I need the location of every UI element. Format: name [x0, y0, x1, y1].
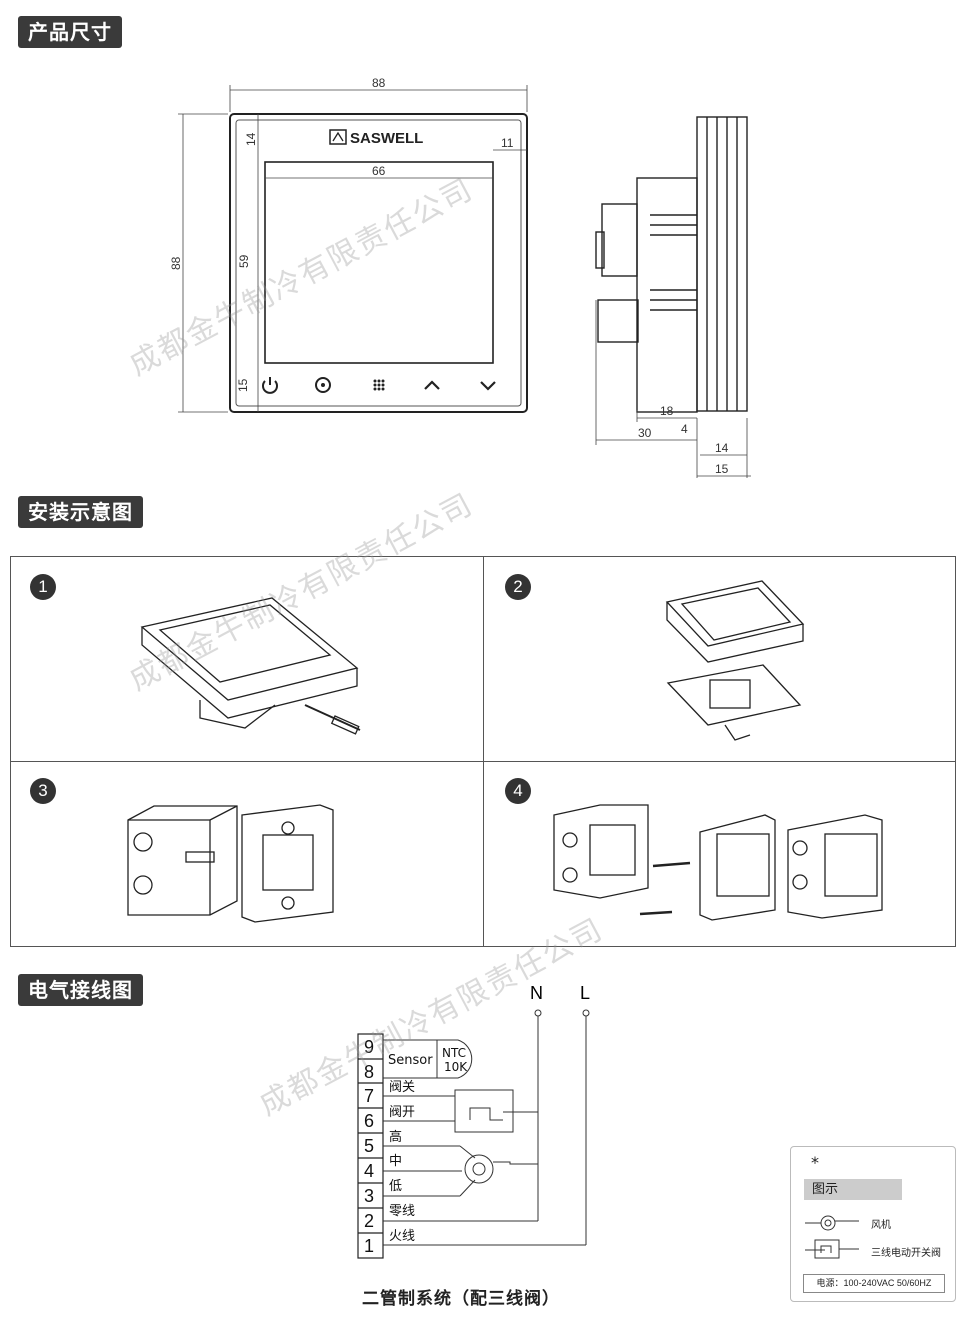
up-arrow-icon [424, 380, 440, 390]
dim-side-4: 4 [681, 422, 688, 436]
valve-open-label: 阀开 [389, 1105, 415, 1120]
dimensions-title: 产品尺寸 [18, 16, 122, 48]
step2-separation-illustration [665, 580, 805, 741]
neutral-N-label: N [530, 983, 543, 1003]
terminal-8: 8 [364, 1062, 374, 1082]
dim-top-margin: 14 [244, 132, 258, 146]
legend-fan-icon [805, 1215, 859, 1231]
wiring-title: 电气接线图 [18, 974, 143, 1006]
fan-low-label: 低 [389, 1179, 402, 1194]
menu-grid-icon [373, 379, 385, 391]
dim-side-15: 15 [715, 462, 729, 476]
dim-width: 88 [372, 76, 386, 90]
terminal-6: 6 [364, 1111, 374, 1131]
fan-high-label: 高 [389, 1129, 402, 1145]
dim-side-30: 30 [638, 426, 652, 440]
terminal-7: 7 [364, 1086, 374, 1106]
legend-symbols [805, 1215, 859, 1259]
dim-side-14: 14 [715, 441, 729, 455]
dim-height: 88 [169, 256, 183, 270]
ntc-value: 10K [444, 1060, 468, 1074]
legend-power: 电源：100-240VAC 50/60HZ [803, 1274, 945, 1293]
wiring-caption: 二管制系统（配三线阀） [362, 1289, 560, 1309]
legend-valve-icon [805, 1239, 859, 1259]
neutral-label: 零线 [389, 1204, 415, 1219]
down-arrow-icon [480, 381, 496, 391]
step4-assembled-illustration [553, 804, 883, 921]
sensor-label: Sensor [388, 1053, 433, 1068]
terminal-5: 5 [364, 1136, 374, 1156]
terminal-3: 3 [364, 1186, 374, 1206]
legend-fan-label: 风机 [871, 1220, 891, 1231]
legend-box: * 图示 风机 三线电动开关阀 电源：100-240VAC 50/60HZ [790, 1146, 956, 1302]
live-L-label: L [580, 983, 590, 1003]
legend-title: 图示 [804, 1179, 902, 1200]
live-label: 火线 [389, 1229, 415, 1244]
dim-side-18: 18 [660, 404, 674, 418]
terminal-9: 9 [364, 1037, 374, 1057]
install-title: 安装示意图 [18, 496, 143, 528]
power-icon [262, 377, 278, 394]
step1-thermostat-illustration [140, 597, 361, 735]
dim-right-margin: 11 [501, 136, 514, 150]
ntc-label: NTC [442, 1046, 466, 1060]
step3-box-illustration [127, 804, 334, 923]
legend-valve-label: 三线电动开关阀 [871, 1248, 941, 1259]
dim-screen-height: 59 [237, 254, 251, 268]
valve-close-label: 阀关 [389, 1080, 415, 1095]
dim-bottom-margin: 15 [236, 378, 250, 392]
step-badge-4: 4 [505, 778, 531, 804]
step-badge-1: 1 [30, 574, 56, 600]
terminal-4: 4 [364, 1161, 374, 1181]
install-step-4-panel [483, 761, 956, 947]
fan-mid-label: 中 [389, 1154, 402, 1169]
fan-icon [315, 377, 331, 393]
terminal-2: 2 [364, 1211, 374, 1231]
step-badge-3: 3 [30, 778, 56, 804]
side-view-drawing [595, 116, 748, 413]
legend-star: * [811, 1153, 819, 1172]
step-badge-2: 2 [505, 574, 531, 600]
brand-logo-text: SASWELL [350, 130, 423, 147]
terminal-1: 1 [364, 1236, 374, 1256]
dim-screen-width: 66 [372, 164, 386, 178]
